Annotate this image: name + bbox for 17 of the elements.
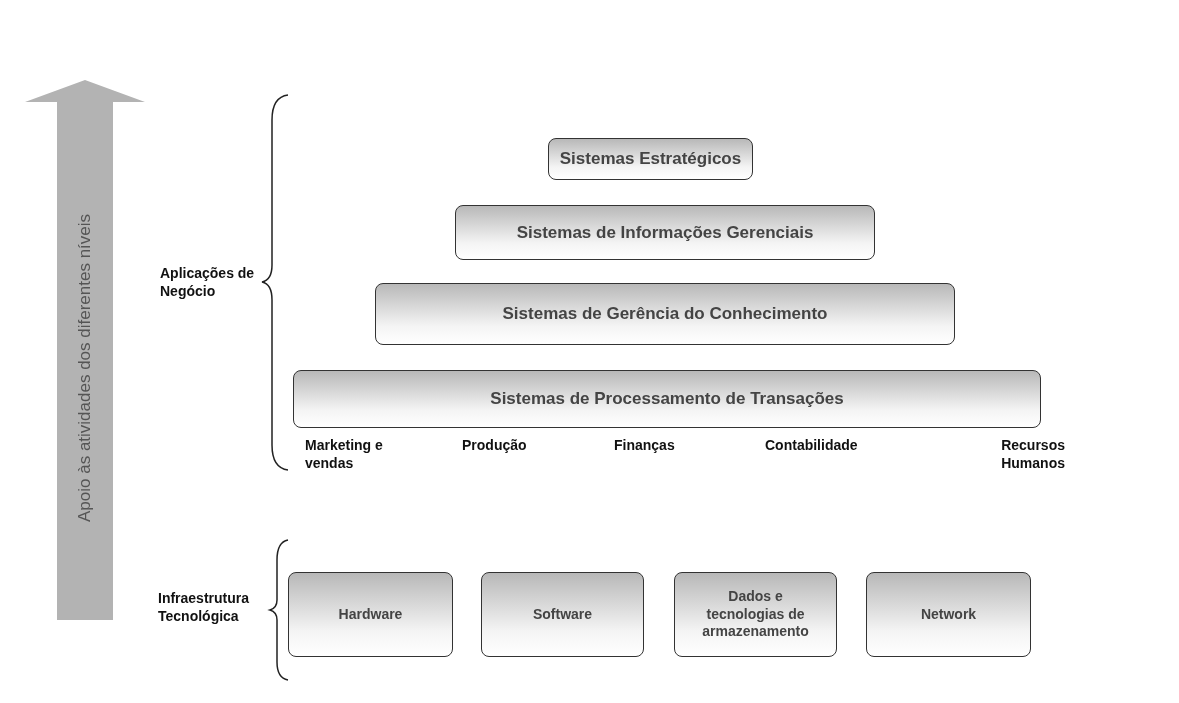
system-layer-box: Sistemas de Informações Gerenciais [455,205,875,260]
system-layer-box: Sistemas Estratégicos [548,138,753,180]
category-label: Marketing e vendas [305,437,384,472]
infrastructure-box: Hardware [288,572,453,657]
system-layer-box: Sistemas de Processamento de Transações [293,370,1041,428]
infrastructure-box: Dados e tecnologias de armazenamento [674,572,837,657]
category-label: Recursos Humanos [1000,437,1065,472]
category-label: Contabilidade [765,437,859,455]
upward-arrow [25,80,145,620]
category-label: Infraestrutura Tecnológica [158,590,251,625]
infrastructure-box: Software [481,572,644,657]
category-label: Aplicações de Negócio [160,265,256,300]
infrastructure-box: Network [866,572,1031,657]
arrow-text: Apoio às atividades dos diferentes níveis [74,212,95,525]
category-label: Finanças [614,437,676,455]
category-label: Produção [462,437,528,455]
system-layer-box: Sistemas de Gerência do Conhecimento [375,283,955,345]
